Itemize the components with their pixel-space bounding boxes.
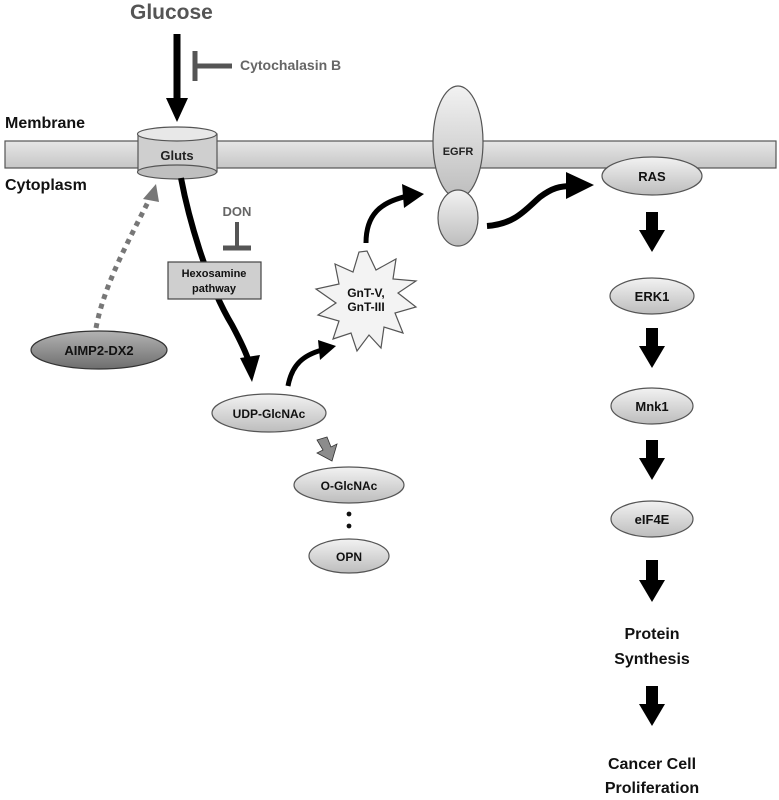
aimp2-label: AIMP2-DX2 — [64, 343, 133, 358]
membrane-label: Membrane — [5, 115, 85, 132]
gnt-starburst — [314, 250, 418, 353]
ras-node — [601, 156, 703, 196]
aimp2-node — [30, 330, 168, 370]
egfr-lower — [437, 189, 479, 247]
gluts-to-udp-arrow — [178, 177, 260, 382]
udp-to-gnt-arrow — [285, 340, 336, 387]
egfr-to-ras-arrow — [486, 172, 594, 229]
gnt-label-2: GnT-III — [347, 300, 384, 314]
don-inhibitor — [223, 222, 251, 251]
udp-label: UDP-GlcNAc — [233, 407, 306, 421]
opn-label: OPN — [336, 550, 362, 564]
ras-to-erk1-arrow — [639, 212, 665, 252]
aimp2-to-gluts-arrow — [93, 184, 159, 329]
eif4e-to-protein-arrow — [639, 560, 665, 602]
oglcnac-node — [293, 466, 405, 504]
opn-node — [308, 538, 390, 574]
gnt-label-1: GnT-V, — [347, 286, 385, 300]
eif4e-label: eIF4E — [635, 512, 670, 527]
protein-synthesis-label-1: Protein — [624, 626, 679, 643]
mnk1-node — [610, 387, 694, 425]
erk1-node — [609, 277, 695, 315]
ras-label: RAS — [638, 169, 666, 184]
gluts-label: Gluts — [160, 148, 193, 163]
oglcnac-opn-connector — [346, 511, 352, 529]
glucose-label: Glucose — [130, 1, 213, 24]
cancer-proliferation-label-2: Proliferation — [605, 780, 699, 797]
gluts-transporter — [136, 126, 218, 180]
cytochalasin-label: Cytochalasin B — [240, 57, 341, 73]
protein-synthesis-label-2: Synthesis — [614, 651, 690, 668]
cytochalasin-inhibitor — [192, 51, 232, 81]
don-label: DON — [223, 204, 252, 219]
udp-to-oglcnac-arrow — [316, 436, 338, 462]
glucose-arrow — [166, 34, 188, 122]
mnk1-label: Mnk1 — [635, 399, 668, 414]
erk1-to-mnk1-arrow — [639, 328, 665, 368]
eif4e-node — [610, 500, 694, 538]
protein-to-cancer-arrow — [639, 686, 665, 726]
oglcnac-label: O-GlcNAc — [321, 479, 378, 493]
mnk1-to-eif4e-arrow — [639, 440, 665, 480]
hexosamine-label-2: pathway — [192, 283, 237, 295]
egfr-label: EGFR — [443, 146, 474, 158]
cancer-proliferation-label-1: Cancer Cell — [608, 756, 696, 773]
egfr-upper — [432, 85, 484, 199]
gnt-to-egfr-arrow — [363, 184, 424, 244]
erk1-label: ERK1 — [635, 289, 670, 304]
hexosamine-label-1: Hexosamine — [182, 268, 247, 280]
hexosamine-box — [167, 261, 262, 300]
cytoplasm-label: Cytoplasm — [5, 177, 87, 194]
udp-node — [211, 393, 327, 433]
